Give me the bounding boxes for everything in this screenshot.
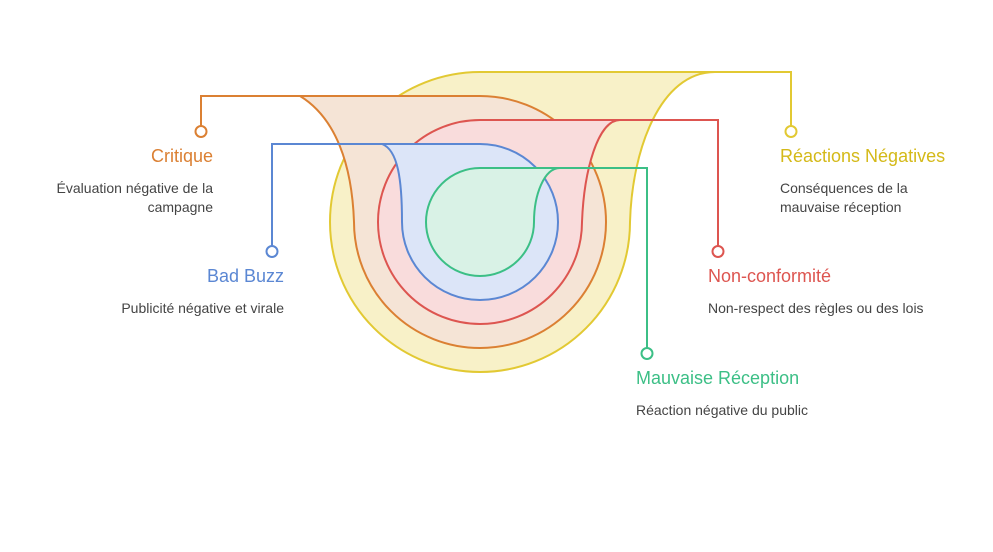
mauvaise-reception-title: Mauvaise Réception — [636, 368, 800, 388]
bad-buzz-title: Bad Buzz — [206, 266, 284, 286]
connector-dot-badbuzz — [265, 245, 279, 258]
connector-badbuzz — [271, 143, 382, 246]
critique-description: Évaluation négative de la campagne — [56, 180, 213, 215]
reactions-negatives-title: Réactions Négatives — [780, 146, 946, 166]
connector-dot-nonconf — [711, 245, 725, 258]
bad-buzz-description: Publicité négative et virale — [121, 300, 284, 316]
connector-critique — [200, 95, 300, 126]
critique-title: Critique — [150, 146, 213, 166]
connector-dot-reactions — [784, 125, 798, 138]
connector-nonconf — [620, 119, 719, 246]
connector-reactions — [715, 71, 792, 126]
layer-mauvaise-reception — [424, 167, 561, 278]
reactions-negatives-description: Conséquences de la mauvaise réception — [780, 180, 908, 215]
connector-dot-critique — [194, 125, 208, 138]
non-conformite-title: Non-conformité — [708, 266, 832, 286]
non-conformite-description: Non-respect des règles ou des lois — [708, 300, 924, 316]
mauvaise-reception-description: Réaction négative du public — [636, 402, 809, 418]
connector-dot-mauvaise — [640, 347, 654, 360]
connector-mauvaise — [560, 167, 648, 348]
